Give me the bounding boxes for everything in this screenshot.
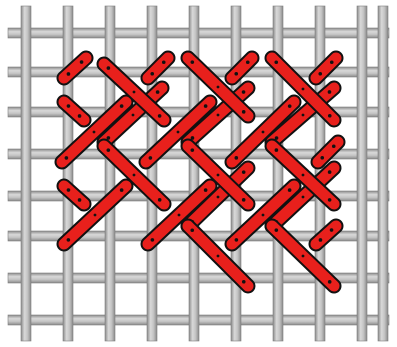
needle-hole <box>246 60 250 64</box>
vertical-thread <box>147 6 157 341</box>
needle-hole <box>149 156 153 160</box>
needle-hole <box>190 228 194 232</box>
needle-hole <box>107 136 111 140</box>
needle-hole <box>94 214 97 217</box>
needle-hole <box>158 114 162 118</box>
needle-hole <box>288 188 292 192</box>
needle-hole <box>217 196 220 199</box>
needle-hole <box>302 255 305 258</box>
needle-hole <box>242 280 246 284</box>
vertical-thread <box>105 6 115 341</box>
needle-hole <box>107 66 111 70</box>
needle-hole <box>107 148 111 152</box>
needle-hole <box>78 114 82 118</box>
needle-hole <box>177 131 180 134</box>
needle-hole <box>67 104 71 108</box>
needle-hole <box>162 60 166 64</box>
needle-hole <box>204 188 208 192</box>
vertical-thread <box>357 6 367 341</box>
needle-hole <box>191 60 195 64</box>
needle-hole <box>302 174 305 177</box>
needle-hole <box>320 156 324 160</box>
needle-hole <box>328 198 332 202</box>
needle-hole <box>330 60 334 64</box>
needle-hole <box>235 238 239 242</box>
needle-hole <box>328 90 332 94</box>
needle-hole <box>319 238 323 242</box>
needle-hole <box>178 214 181 217</box>
needle-hole <box>150 72 154 76</box>
needle-hole <box>274 60 278 64</box>
needle-hole <box>302 114 305 117</box>
needle-hole <box>275 228 279 232</box>
needle-hole <box>78 198 82 202</box>
needle-hole <box>133 91 136 94</box>
needle-hole <box>132 114 135 117</box>
needle-hole <box>235 156 239 160</box>
needle-hole <box>120 188 124 192</box>
needle-hole <box>204 104 208 108</box>
needle-hole <box>302 196 305 199</box>
needle-hole <box>158 198 162 202</box>
needle-hole <box>242 90 246 94</box>
needle-hole <box>242 198 246 202</box>
needle-hole <box>217 114 220 117</box>
needle-hole <box>217 174 220 177</box>
needle-hole <box>330 228 334 232</box>
needle-hole <box>302 88 305 91</box>
needle-hole <box>67 238 71 242</box>
needle-hole <box>288 104 292 108</box>
needle-hole <box>328 114 332 118</box>
needle-hole <box>191 148 195 152</box>
needle-hole <box>156 90 160 94</box>
needle-hole <box>67 188 71 192</box>
needle-hole <box>93 131 96 134</box>
needle-hole <box>151 238 155 242</box>
needle-hole <box>242 170 246 174</box>
needle-hole <box>275 148 279 152</box>
needle-hole <box>217 255 220 258</box>
needle-hole <box>328 280 332 284</box>
needle-hole <box>120 104 124 108</box>
needle-hole <box>80 60 84 64</box>
needle-hole <box>262 214 265 217</box>
needle-hole <box>133 174 136 177</box>
vertical-thread <box>21 6 31 341</box>
needle-hole <box>332 144 336 148</box>
needle-hole <box>65 156 69 160</box>
needle-hole <box>217 86 220 89</box>
needle-hole <box>328 170 332 174</box>
vertical-thread <box>378 6 388 341</box>
needle-hole <box>262 131 265 134</box>
needle-hole <box>242 110 246 114</box>
needle-hole <box>67 72 71 76</box>
needle-hole <box>234 72 238 76</box>
needle-hole <box>318 72 322 76</box>
vertical-thread <box>63 6 73 341</box>
stitch-layer <box>62 58 338 286</box>
